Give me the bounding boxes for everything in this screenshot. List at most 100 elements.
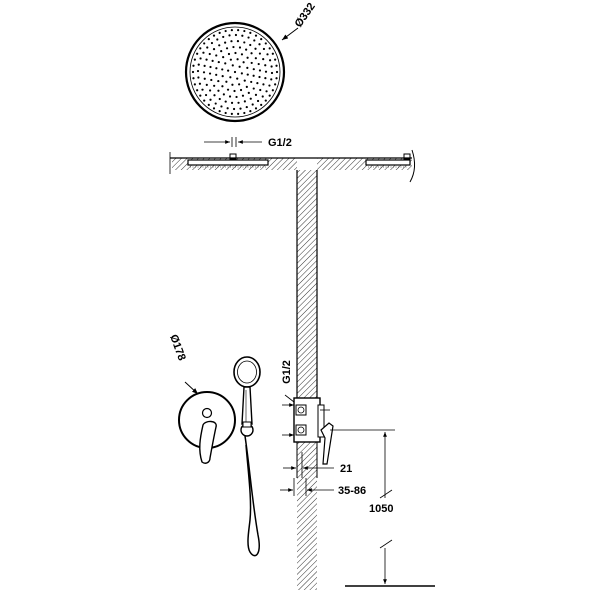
nozzle-dot [230,29,233,32]
nozzle-dot [202,71,206,74]
nozzle-dot [221,85,224,88]
nozzle-dot [250,52,253,55]
nozzle-dot [268,47,271,50]
shower-head-top-view [184,21,286,123]
nozzle-dot [232,107,236,111]
nozzle-dot [249,110,252,113]
nozzle-dot [262,58,265,61]
nozzle-dot [204,93,208,97]
nozzle-dot [226,88,230,91]
nozzle-dot [212,34,216,37]
nozzle-dot [254,34,258,37]
ceiling-section [169,149,416,183]
nozzle-dot [198,82,202,85]
nozzle-dot [246,73,249,76]
nozzle-dot [270,78,273,81]
nozzle-dot [227,52,231,56]
nozzle-dot [193,58,196,61]
nozzle-dot [242,61,245,64]
nozzle-dot [249,43,252,47]
nozzle-dot [264,42,267,45]
shower-nozzles [191,29,279,115]
nozzle-dot [218,97,221,101]
nozzle-dot [237,101,240,104]
nozzle-dot [216,38,219,41]
nozzle-dot [224,29,227,33]
nozzle-dot [250,61,253,65]
nozzle-dot [225,80,228,83]
nozzle-dot [243,29,246,33]
nozzle-dot [256,99,260,103]
nozzle-dot [221,68,224,71]
nozzle-dot [249,31,252,34]
nozzle-dot [260,38,263,41]
nozzle-dot [227,69,230,72]
nozzle-dot [230,101,234,104]
nozzle-dot [224,100,227,103]
nozzle-dot [253,39,256,42]
nozzle-dot [246,66,249,69]
concealed-mixer-body [293,397,334,465]
nozzle-dot [197,76,200,79]
nozzle-dot [233,70,237,74]
nozzle-dot [268,59,272,62]
nozzle-dot [208,72,212,75]
nozzle-dot [196,69,200,73]
nozzle-dot [246,56,249,59]
nozzle-dot [221,75,224,78]
nozzle-dot [270,65,273,68]
nozzle-dot [207,38,210,41]
shower-head-side-right [365,153,411,168]
nozzle-dot [237,112,240,115]
nozzle-dot [258,43,261,46]
nozzle-dot [202,51,205,54]
nozzle-dot [193,83,196,86]
height-dimension: 1050 [330,429,395,584]
nozzle-dot [218,110,221,113]
nozzle-dot [265,90,268,93]
nozzle-dot [199,57,202,60]
nozzle-dot [218,44,221,47]
head-diameter-dimension: Ø332 [281,1,318,41]
nozzle-dot [222,56,225,59]
nozzle-dot [241,94,245,97]
nozzle-dot [210,78,213,82]
nozzle-dot [268,94,271,97]
nozzle-dot [226,107,229,110]
nozzle-dot [222,93,225,96]
nozzle-dot [215,67,218,70]
nozzle-dot [275,64,278,67]
nozzle-dot [258,75,261,79]
nozzle-dot [230,112,233,115]
nozzle-dot [236,77,239,80]
nozzle-dot [264,77,267,80]
nozzle-dot [208,52,211,56]
nozzle-dot [215,73,218,76]
nozzle-dot [205,83,208,86]
top-connection-dimension: G1/2 [204,137,292,149]
nozzle-dot [266,53,269,56]
nozzle-dot [264,64,267,67]
wall-section [296,170,318,590]
nozzle-dot [252,74,255,77]
projection-dimension: 21 [283,452,352,478]
mixer-diameter-label: Ø178 [167,333,187,362]
nozzle-dot [261,95,264,98]
nozzle-dot [262,83,265,86]
mixer-connection-dimension: G1/2 [281,360,295,437]
nozzle-dot [268,84,271,87]
nozzle-dot [249,97,252,100]
nozzle-dot [247,91,250,94]
nozzle-dot [254,107,258,110]
nozzle-dot [206,46,209,49]
nozzle-dot [238,46,242,49]
nozzle-dot [251,103,254,106]
nozzle-dot [196,89,199,92]
nozzle-dot [209,98,212,101]
nozzle-dot [229,58,232,61]
nozzle-dot [203,64,206,67]
nozzle-dot [247,36,250,39]
depth-label: 35-86 [338,485,366,497]
nozzle-dot [252,87,255,90]
